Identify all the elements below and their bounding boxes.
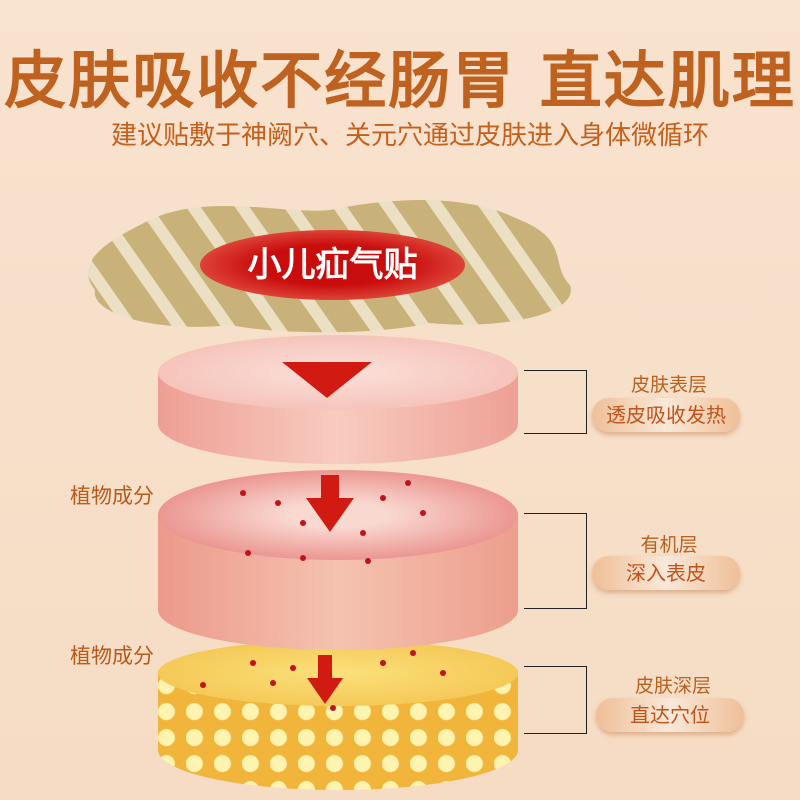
arrow-down-icon [306,498,354,532]
bracket-line [524,513,587,609]
arrow-down-icon [307,678,343,704]
deep-skin-layer [158,670,518,790]
layer-pill: 直达穴位 [596,698,744,732]
patch-label: 小儿疝气贴 [200,230,465,300]
page-title: 皮肤吸收不经肠胃 直达肌理 [4,44,796,117]
ingredient-label: 植物成分 [70,644,154,668]
layer-name: 皮肤表层 [630,374,707,396]
layer-pill: 深入表皮 [592,556,740,590]
layer-name: 皮肤深层 [634,675,711,697]
arrow-stem [318,655,332,680]
page-subtitle: 建议贴敷于神阙穴、关元穴通过皮肤进入身体微循环 [110,121,709,151]
bracket-line [524,666,587,734]
layer-pill: 透皮吸收发热 [592,398,740,432]
arrow-stem [321,475,339,500]
bracket-line [524,370,587,434]
arrow-down-icon [282,362,372,398]
ingredient-label: 植物成分 [70,484,154,508]
layer-name: 有机层 [640,534,698,556]
